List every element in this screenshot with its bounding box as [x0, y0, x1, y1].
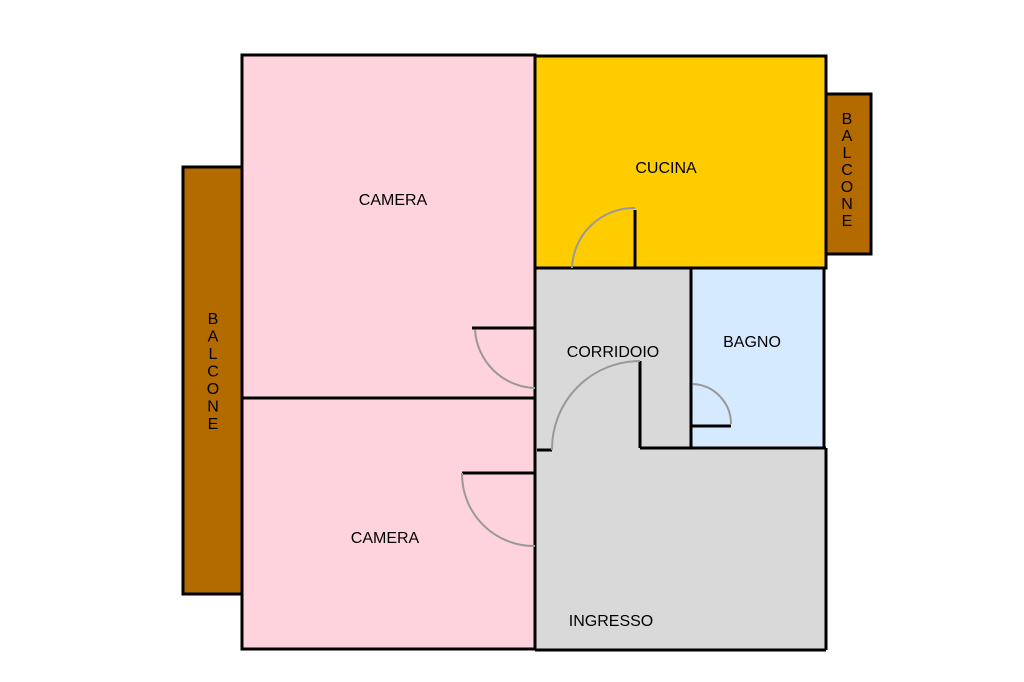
label-camera-top: CAMERA — [359, 192, 428, 209]
room-bagno — [689, 266, 826, 450]
balcony-left — [181, 165, 244, 596]
door-swings — [460, 206, 733, 548]
door-arc-camera-bottom — [460, 472, 536, 548]
label-cucina: CUCINA — [635, 160, 697, 177]
room-camera-bottom — [240, 396, 537, 651]
room-camera-top — [240, 53, 537, 400]
door-arc-bagno — [692, 383, 733, 425]
label-ingresso: INGRESSO — [569, 613, 653, 630]
room-cucina — [533, 54, 828, 270]
walls — [462, 210, 828, 652]
room-corridoio-ingresso — [535, 268, 826, 650]
door-arc-corridoio — [550, 360, 641, 451]
door-arc-camera-top — [474, 329, 536, 389]
door-arc-cucina — [571, 206, 636, 269]
label-bagno: BAGNO — [723, 334, 781, 351]
balcony-right — [824, 92, 873, 256]
label-corridoio: CORRIDOIO — [567, 344, 659, 361]
label-camera-bottom: CAMERA — [351, 530, 420, 547]
